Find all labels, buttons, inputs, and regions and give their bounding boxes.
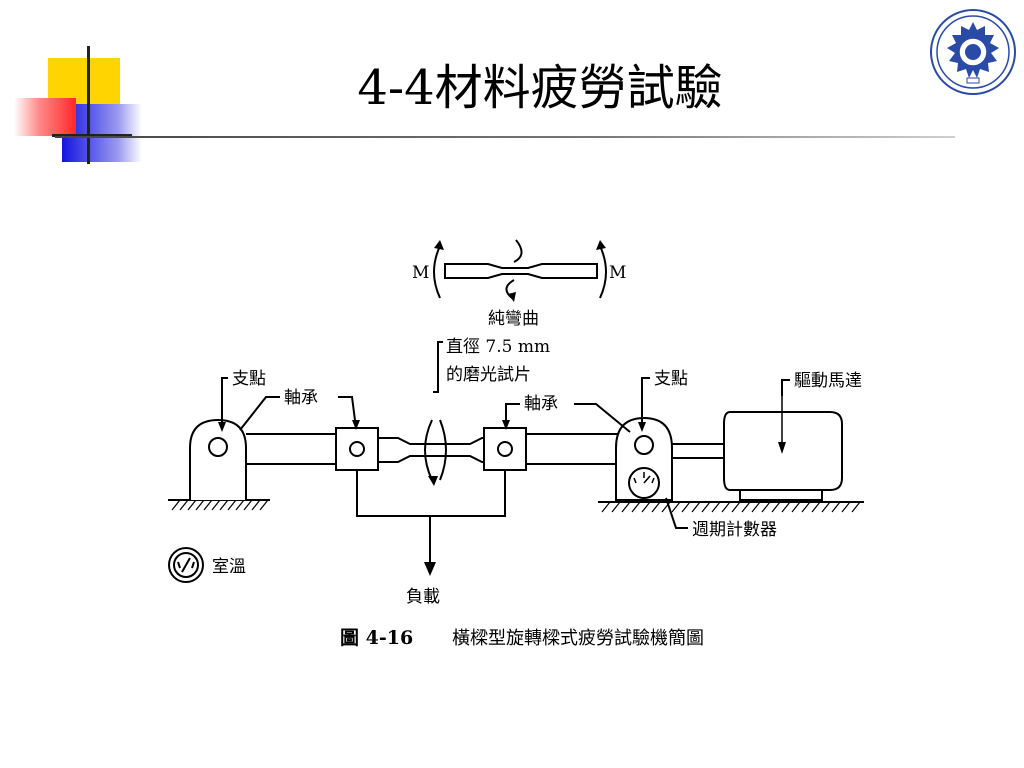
pure-bending-label: 純彎曲 (488, 309, 539, 329)
support-left-pivot (208, 437, 228, 457)
support-right-pivot (634, 435, 654, 455)
drive-motor-label: 驅動馬達 (794, 371, 862, 391)
deco-horizontal-line (52, 134, 132, 137)
cycle-counter-label: 週期計數器 (692, 520, 777, 540)
moment-label-left: M (412, 263, 429, 283)
deco-vertical-line (87, 46, 90, 164)
figure-caption: 橫樑型旋轉樑式疲勞試驗機簡圖 (452, 628, 704, 649)
title-divider (55, 136, 955, 138)
figure-number: 圖 4-16 (340, 627, 413, 649)
bearing-left-label: 軸承 (284, 388, 318, 408)
support-left-label: 支點 (232, 369, 266, 389)
shaft-left (246, 433, 336, 465)
specimen-sketch (433, 239, 607, 302)
test-specimen (378, 437, 484, 463)
deco-red-square (14, 98, 76, 136)
room-temp-label: 室溫 (212, 557, 246, 577)
slide-title: 4-4材料疲勞試驗 (357, 60, 723, 116)
specimen-label-line2: 的磨光試片 (446, 365, 531, 385)
support-left (189, 418, 247, 500)
rotation-arrow (424, 419, 433, 481)
ground-right (598, 501, 864, 513)
load-label: 負載 (406, 587, 440, 607)
load-arrow (424, 562, 436, 576)
moment-label-right: M (609, 263, 626, 283)
support-right-label: 支點 (654, 369, 688, 389)
shaft-right (526, 433, 624, 465)
nanya-institute-seal-icon (929, 8, 1017, 100)
bearing-right-label: 軸承 (524, 394, 558, 414)
specimen-leader (433, 341, 443, 393)
specimen-label-line1: 直徑 7.5 mm (446, 337, 550, 357)
ground-left (168, 499, 270, 511)
